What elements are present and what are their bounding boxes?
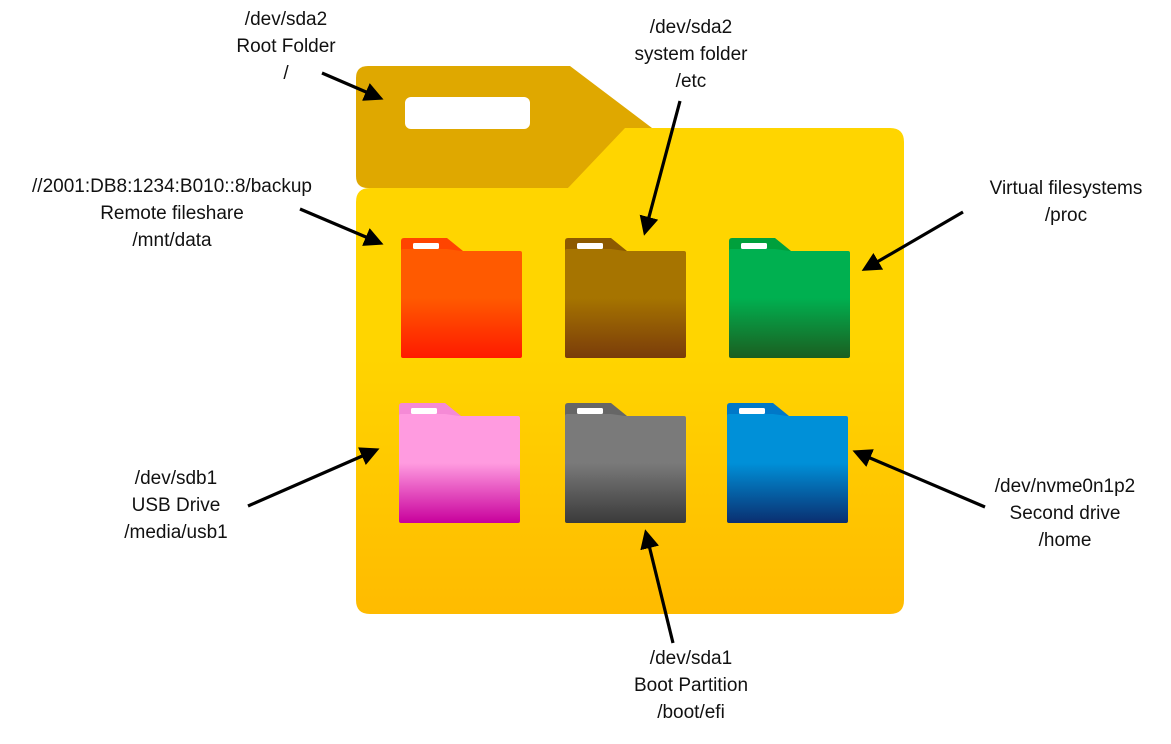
- label-root-line-3: /: [283, 63, 289, 84]
- label-home-line-1: /dev/nvme0n1p2: [994, 476, 1136, 497]
- label-root-line-1: /dev/sda2: [244, 9, 328, 30]
- folder-slot-proc: [741, 243, 767, 249]
- label-backup-line-3: /mnt/data: [132, 230, 212, 251]
- folder-body-home: [727, 414, 848, 523]
- label-boot-line-3: /boot/efi: [657, 702, 725, 723]
- arrow-usb: [247, 447, 380, 508]
- label-etc-line-3: /etc: [675, 71, 707, 92]
- folder-slot-usb: [411, 408, 437, 414]
- folder-slot-backup: [413, 243, 439, 249]
- label-etc: /dev/sda2 system folder /etc: [635, 14, 748, 95]
- label-etc-line-1: /dev/sda2: [649, 17, 733, 38]
- label-root-line-2: Root Folder: [236, 36, 336, 57]
- label-root: /dev/sda2 Root Folder /: [236, 6, 335, 87]
- label-backup: //2001:DB8:1234:B010::8/backup Remote fi…: [32, 173, 312, 254]
- folder-body-backup: [401, 249, 522, 358]
- arrow-home: [852, 449, 986, 509]
- label-home: /dev/nvme0n1p2 Second drive /home: [995, 473, 1136, 554]
- label-usb-line-2: USB Drive: [131, 495, 221, 516]
- arrow-proc: [861, 210, 964, 271]
- label-home-line-2: Second drive: [1009, 503, 1121, 524]
- arrow-root: [321, 71, 384, 101]
- folder-icon-backup: [401, 238, 522, 358]
- label-proc-line-2: /proc: [1044, 205, 1088, 226]
- folder-slot-home: [739, 408, 765, 414]
- label-proc-line-1: Virtual filesystems: [989, 178, 1143, 199]
- folder-icon-home: [727, 403, 848, 523]
- label-usb: /dev/sdb1 USB Drive /media/usb1: [124, 465, 228, 546]
- folder-slot-boot: [577, 408, 603, 414]
- folder-icon-proc: [729, 238, 850, 358]
- root-folder-tab-slot: [405, 97, 530, 129]
- label-etc-line-2: system folder: [634, 44, 748, 65]
- arrow-etc: [639, 100, 682, 236]
- folder-body-proc: [729, 249, 850, 358]
- label-usb-line-3: /media/usb1: [124, 522, 228, 543]
- label-backup-line-2: Remote fileshare: [100, 203, 244, 224]
- folder-icon-etc: [565, 238, 686, 358]
- label-home-line-3: /home: [1038, 530, 1092, 551]
- label-boot-line-1: /dev/sda1: [649, 648, 733, 669]
- label-usb-line-1: /dev/sdb1: [134, 468, 218, 489]
- label-proc: Virtual filesystems /proc: [990, 175, 1143, 229]
- folder-body-usb: [399, 414, 520, 523]
- folder-body-boot: [565, 414, 686, 523]
- arrow-boot: [640, 529, 675, 644]
- folder-body-etc: [565, 249, 686, 358]
- folder-icon-usb: [399, 403, 520, 523]
- arrow-backup: [299, 207, 384, 246]
- root-folder-front: [356, 128, 904, 614]
- label-boot-line-2: Boot Partition: [633, 675, 749, 696]
- label-boot: /dev/sda1 Boot Partition /boot/efi: [634, 645, 748, 726]
- folder-icon-boot: [565, 403, 686, 523]
- folder-slot-etc: [577, 243, 603, 249]
- label-backup-line-1: //2001:DB8:1234:B010::8/backup: [32, 176, 312, 197]
